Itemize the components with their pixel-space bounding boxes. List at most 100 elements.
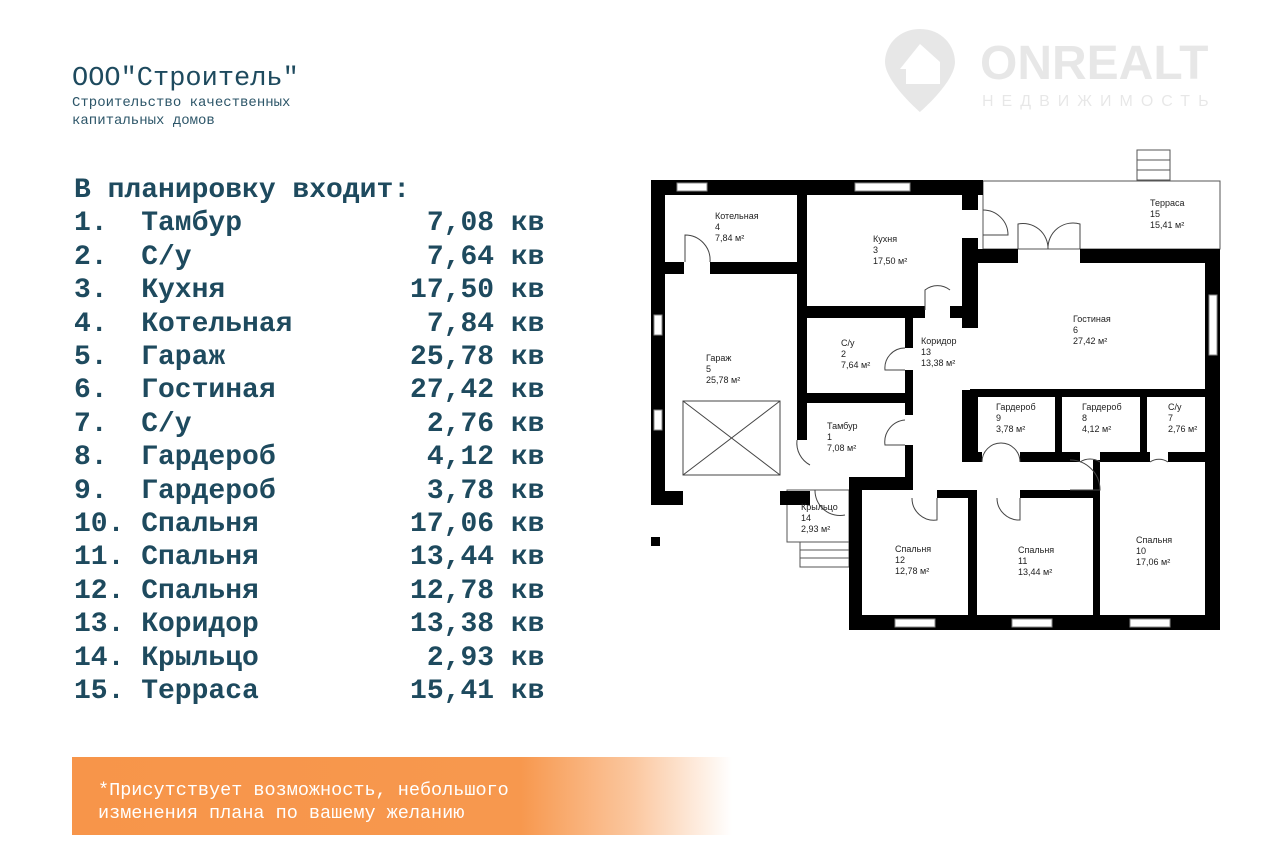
list-item: 4. Котельная 7,84 кв (74, 308, 544, 341)
tagline: Строительство качественных (72, 95, 291, 111)
room-label-num: 1 (827, 432, 832, 442)
room-label-num: 9 (996, 413, 1001, 423)
room-label-name: Коридор (921, 336, 957, 346)
room-number: 10. (74, 509, 125, 541)
porch-stairs (799, 541, 850, 568)
room-label: С/у27,64 м² (841, 338, 870, 370)
list-title: В планировку входит: (74, 175, 411, 206)
room-label-name: Спальня (1136, 535, 1172, 545)
room-label-area: 13,38 м² (921, 358, 955, 368)
company-header: ООО"Строитель" Строительство качественны… (72, 64, 299, 130)
room-area: 12,78 кв (410, 575, 545, 607)
room-label-name: Гараж (706, 353, 731, 363)
room-label-area: 17,50 м² (873, 256, 907, 266)
room-area: 13,44 кв (410, 542, 545, 574)
room-label-num: 2 (841, 349, 846, 359)
room-label-num: 6 (1073, 325, 1078, 335)
company-name: ООО"Строитель" (72, 64, 299, 94)
room-number: 12. (74, 575, 125, 607)
room-name: С/у (141, 408, 192, 440)
room-label-num: 14 (801, 513, 811, 523)
room-label-area: 15,41 м² (1150, 220, 1184, 230)
room-label-name: Гардероб (996, 402, 1036, 412)
room-label-name: Крыльцо (801, 502, 838, 512)
room-number: 4. (74, 308, 108, 340)
walls (651, 180, 1220, 630)
room-label-num: 15 (1150, 209, 1160, 219)
note-line-1: *Присутствует возможность, небольшого (98, 780, 509, 801)
room-name: Котельная (141, 308, 293, 340)
room-area: 7,08 кв (426, 208, 545, 240)
room-number: 5. (74, 342, 108, 374)
windows (653, 182, 1218, 628)
room-area: 15,41 кв (410, 676, 545, 708)
room-number: 8. (74, 442, 108, 474)
room-area: 27,42 кв (410, 375, 545, 407)
terrace-stairs (1136, 149, 1171, 181)
logo-subtitle: НЕДВИЖИМОСТЬ (982, 93, 1217, 110)
list-item: 5. Гараж 25,78 кв (74, 341, 544, 374)
room-name: Терраса (141, 676, 259, 708)
room-label-name: Котельная (715, 211, 759, 221)
room-label-area: 27,42 м² (1073, 336, 1107, 346)
room-label-num: 4 (715, 222, 720, 232)
list-item: 12. Спальня 12,78 кв (74, 575, 544, 608)
room-label-num: 12 (895, 555, 905, 565)
room-number: 6. (74, 375, 108, 407)
room-label-area: 17,06 м² (1136, 557, 1170, 567)
room-number: 15. (74, 676, 125, 708)
room-area: 25,78 кв (410, 342, 545, 374)
room-label-area: 25,78 м² (706, 375, 740, 385)
room-label-area: 7,84 м² (715, 233, 744, 243)
room-area: 2,93 кв (426, 642, 545, 674)
room-label-num: 11 (1018, 556, 1027, 566)
doors (684, 209, 1169, 521)
room-area: 17,06 кв (410, 509, 545, 541)
room-label-name: Тамбур (827, 421, 858, 431)
room-label-name: Гостиная (1073, 314, 1111, 324)
room-label-num: 8 (1082, 413, 1087, 423)
room-label-area: 7,64 м² (841, 360, 870, 370)
room-area: 7,84 кв (426, 308, 545, 340)
room-area: 4,12 кв (426, 442, 545, 474)
room-label-name: Спальня (895, 544, 931, 554)
note-line-2: изменения плана по вашему желанию (98, 803, 465, 824)
logo-brand: ONREALT (980, 37, 1208, 90)
room-name: Гардероб (141, 475, 276, 507)
room-label-name: Гардероб (1082, 402, 1122, 412)
onrealt-logo: ONREALT НЕДВИЖИМОСТЬ (885, 29, 1217, 112)
room-area: 7,64 кв (426, 241, 545, 273)
room-number: 7. (74, 408, 108, 440)
room-label-num: 10 (1136, 546, 1146, 556)
room-number: 14. (74, 642, 125, 674)
room-label-num: 13 (921, 347, 931, 357)
room-number: 1. (74, 208, 108, 240)
room-name: Спальня (141, 575, 259, 607)
house-pin-icon (885, 29, 955, 112)
room-name: Гараж (141, 342, 226, 374)
room-area: 13,38 кв (410, 609, 545, 641)
room-label-num: 3 (873, 245, 878, 255)
room-label-name: Терраса (1150, 198, 1185, 208)
room-label-area: 2,93 м² (801, 524, 830, 534)
room-label-name: Кухня (873, 234, 897, 244)
